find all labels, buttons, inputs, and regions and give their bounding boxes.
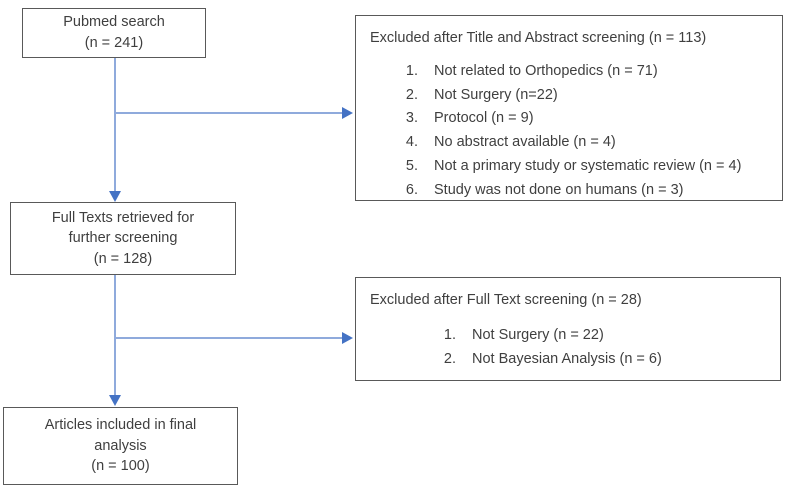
list-item-label: Study was not done on humans (n = 3) [434, 181, 684, 198]
node-full-texts-line-2: further screening [68, 230, 178, 247]
node-excluded-title-abstract: Excluded after Title and Abstract screen… [355, 15, 783, 201]
list-item-label: Protocol (n = 9) [434, 110, 534, 127]
list-item-number: 2. [405, 86, 418, 103]
list-item-number: 1. [443, 326, 456, 343]
node-full-texts-retrieved: Full Texts retrieved for further screeni… [10, 202, 236, 275]
node-articles-included-final: Articles included in final analysis (n =… [3, 407, 238, 485]
node-final-line-1: Articles included in final [44, 417, 197, 434]
list-item: 1. Not Surgery (n = 22) [422, 324, 766, 348]
list-item-label: Not related to Orthopedics (n = 71) [434, 62, 658, 79]
list-item: 5. Not a primary study or systematic rev… [384, 155, 768, 179]
list-item-label: Not Bayesian Analysis (n = 6) [472, 350, 662, 367]
list-item: 1. Not related to Orthopedics (n = 71) [384, 60, 768, 84]
list-item: 2. Not Surgery (n=22) [384, 84, 768, 108]
list-item-number: 1. [405, 62, 418, 79]
list-item-label: Not a primary study or systematic review… [434, 157, 742, 174]
arrow-down-icon-to-final [109, 395, 121, 406]
list-item: 2. Not Bayesian Analysis (n = 6) [422, 348, 766, 372]
list-item: 4. No abstract available (n = 4) [384, 131, 768, 155]
list-item-number: 5. [405, 157, 418, 174]
list-item-number: 3. [405, 110, 418, 127]
connector-to-full-text-exclusions [114, 337, 342, 339]
excluded-title-abstract-heading: Excluded after Title and Abstract screen… [370, 30, 707, 46]
arrow-right-icon-to-title-abstract-exclusions [342, 107, 353, 119]
list-item-number: 2. [443, 350, 456, 367]
node-final-line-2: analysis [94, 437, 147, 454]
node-full-texts-line-3: (n = 128) [93, 250, 153, 267]
list-item-label: No abstract available (n = 4) [434, 134, 616, 150]
node-full-texts-line-1: Full Texts retrieved for [51, 209, 195, 226]
list-item-number: 4. [405, 134, 418, 150]
list-item-number: 6. [405, 181, 418, 198]
excluded-full-text-list: 1. Not Surgery (n = 22) 2. Not Bayesian … [422, 324, 766, 372]
connector-fulltexts-to-final [114, 275, 116, 395]
connector-pubmed-to-fulltexts [114, 58, 116, 191]
excluded-title-abstract-list: 1. Not related to Orthopedics (n = 71) 2… [384, 60, 768, 203]
node-pubmed-search: Pubmed search (n = 241) [22, 8, 206, 58]
node-final-line-3: (n = 100) [91, 458, 150, 475]
list-item-label: Not Surgery (n = 22) [472, 326, 604, 343]
connector-to-title-abstract-exclusions [114, 112, 342, 114]
excluded-full-text-heading: Excluded after Full Text screening (n = … [370, 292, 642, 308]
list-item: 3. Protocol (n = 9) [384, 107, 768, 131]
node-pubmed-search-line-1: Pubmed search [63, 14, 165, 31]
list-item-label: Not Surgery (n=22) [434, 86, 558, 103]
arrow-right-icon-to-full-text-exclusions [342, 332, 353, 344]
node-pubmed-search-line-2: (n = 241) [84, 35, 144, 51]
node-excluded-full-text: Excluded after Full Text screening (n = … [355, 277, 781, 381]
list-item: 6. Study was not done on humans (n = 3) [384, 179, 768, 203]
arrow-down-icon-to-fulltexts [109, 191, 121, 202]
